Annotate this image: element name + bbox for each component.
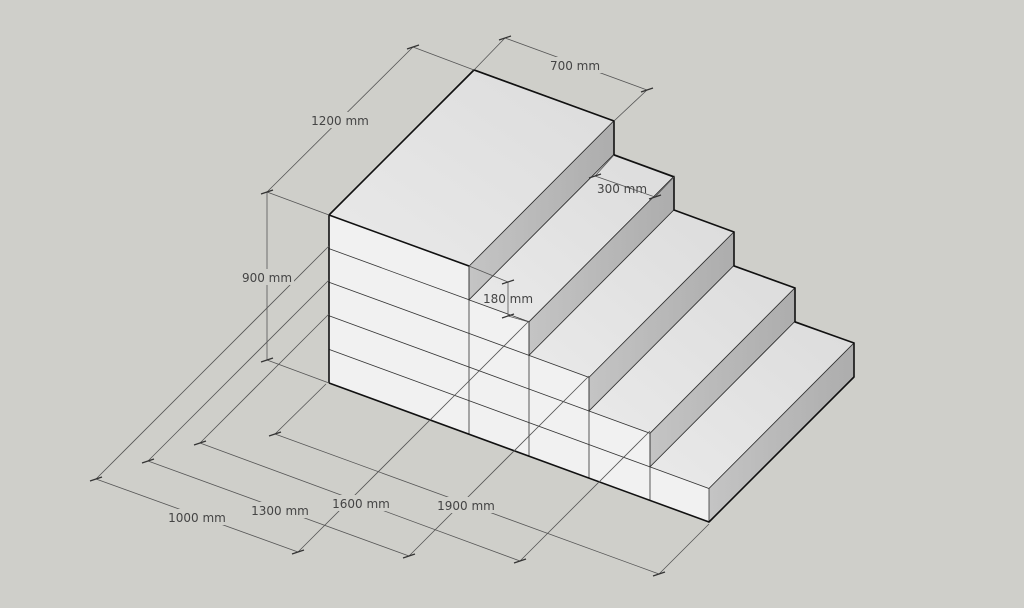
dim-label-1200: 1200 mm xyxy=(311,114,369,128)
dimension-labels: 1200 mm 700 mm 300 mm 900 mm 180 mm 1000… xyxy=(167,57,647,525)
dimension-tick xyxy=(260,189,274,195)
dimension-tick xyxy=(588,173,602,179)
dimension-tick xyxy=(513,558,527,564)
dim-label-1000: 1000 mm xyxy=(168,511,226,525)
dimension-tick xyxy=(501,313,515,319)
dimension-line xyxy=(199,313,330,444)
dimension-tick xyxy=(268,431,282,437)
dimension-tick xyxy=(260,357,274,363)
dimension-line xyxy=(274,383,327,435)
dimension-line xyxy=(473,37,506,71)
dimension-line xyxy=(408,375,590,557)
front-face xyxy=(329,215,709,522)
front-face-grid xyxy=(328,248,651,501)
dimension-line xyxy=(95,245,330,480)
dimension-line xyxy=(613,89,648,122)
dimension-line xyxy=(507,315,530,323)
dimension-tick xyxy=(193,440,207,446)
dimension-tick xyxy=(498,35,512,41)
dimension-tick xyxy=(406,44,420,50)
stairs-model[interactable] xyxy=(328,69,855,524)
dimension-line xyxy=(297,320,530,553)
dim-label-1900: 1900 mm xyxy=(437,499,495,513)
model-outline xyxy=(328,69,855,523)
dim-label-300: 300 mm xyxy=(597,182,647,196)
dimension-line xyxy=(147,279,330,462)
dimension-tick xyxy=(652,571,666,577)
dimension-tick xyxy=(402,553,416,559)
dimension-line xyxy=(594,175,656,198)
dim-label-180: 180 mm xyxy=(483,292,533,306)
dimension-tick xyxy=(89,476,103,482)
dimension-line xyxy=(266,191,330,216)
dim-label-900: 900 mm xyxy=(242,271,292,285)
dimension-line xyxy=(412,46,475,71)
dimension-line xyxy=(519,430,651,562)
top-front-edge xyxy=(328,214,470,267)
dimension-tick xyxy=(501,279,515,285)
dimension-line xyxy=(658,523,710,575)
dimension-tick xyxy=(640,87,654,93)
dim-label-1300: 1300 mm xyxy=(251,504,309,518)
dimension-tick xyxy=(648,194,662,200)
dimension-line xyxy=(654,176,675,198)
dimension-tick xyxy=(141,458,155,464)
dim-label-700: 700 mm xyxy=(550,59,600,73)
dimension-line xyxy=(266,359,330,384)
dimension-line xyxy=(594,154,615,177)
dimension-tick xyxy=(291,549,305,555)
dimension-line xyxy=(468,265,509,283)
dim-label-1600: 1600 mm xyxy=(332,497,390,511)
